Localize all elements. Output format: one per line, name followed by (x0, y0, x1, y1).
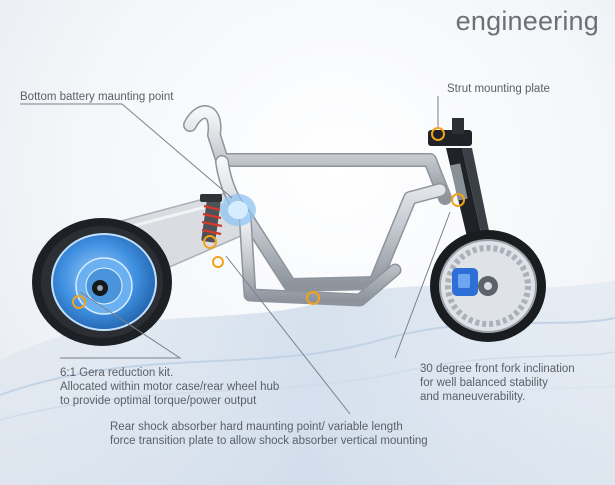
callout-shock-label: Rear shock absorber hard maunting point/… (110, 420, 428, 448)
marker-gear (72, 295, 86, 309)
rear-wheel (32, 218, 172, 346)
callout-markers (72, 127, 465, 309)
callout-strut-label: Strut mounting plate (447, 83, 550, 95)
shock-absorber (200, 194, 223, 243)
frame (183, 105, 452, 307)
page-title: engineering (455, 6, 599, 36)
callout-fork-line-1: 30 degree front fork inclination (420, 363, 575, 375)
leader-battery (20, 103, 233, 199)
callout-gear-label: 6:1 Gera reduction kit. Allocated within… (60, 366, 279, 408)
leader-gear (60, 291, 182, 359)
marker-strut (431, 127, 445, 141)
callout-leaders (20, 96, 451, 415)
callout-fork-label: 30 degree front fork inclination for wel… (420, 362, 575, 404)
callout-battery-label: Bottom battery maunting point (20, 91, 174, 103)
callout-fork-line-3: and maneuverability. (420, 391, 526, 403)
battery-mount (220, 194, 256, 226)
front-fork (428, 118, 494, 258)
callout-fork-line-2: for well balanced stability (420, 377, 548, 389)
front-wheel (430, 230, 546, 342)
callout-shock-line-2: force transition plate to allow shock ab… (110, 435, 428, 447)
marker-frame (306, 291, 320, 305)
callout-gear-line-2: Allocated within motor case/rear wheel h… (60, 381, 280, 393)
marker-shock (203, 235, 217, 249)
callout-shock-line-1: Rear shock absorber hard maunting point/… (110, 421, 403, 433)
leader-shock (225, 255, 351, 415)
callout-gear-line-1: 6:1 Gera reduction kit. (60, 367, 174, 379)
leader-fork (394, 211, 451, 359)
marker-fork (451, 193, 465, 207)
callout-gear-line-3: to provide optimal torque/power output (60, 395, 257, 407)
marker-shock-lower (212, 256, 224, 268)
